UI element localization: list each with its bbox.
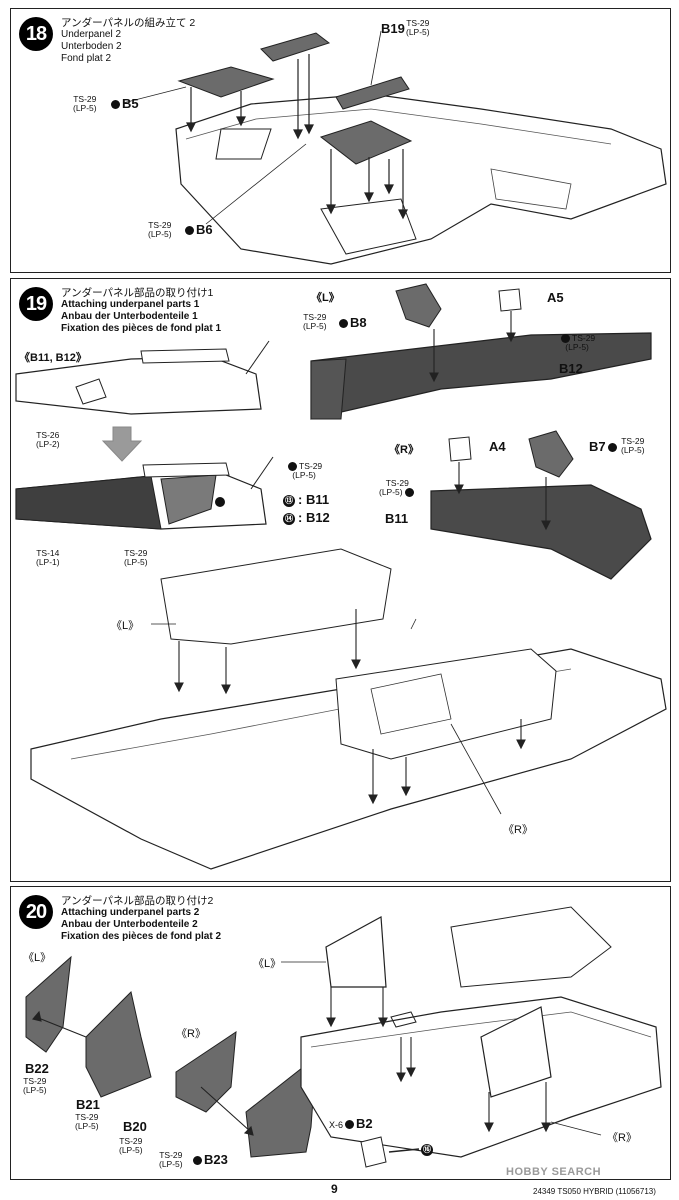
step-20-panel: 20 アンダーパネル部品の取り付け2 Attaching underpanel … [10,886,671,1180]
step-19-panel: 19 アンダーパネル部品の取り付け1 Attaching underpanel … [10,278,671,882]
step-titles: アンダーパネルの組み立て 2 Underpanel 2 Unterboden 2… [61,17,195,65]
side-right-pieces: 《R》 [176,1028,206,1040]
paint-note-2: TS-29 (LP-5) [286,461,322,480]
part-b12: B12 [559,361,583,376]
paint-b12: TS-29 (LP-5) [559,333,595,352]
paint-b11: TS-29 (LP-5) [379,479,416,498]
part-b20: B20 [123,1119,147,1134]
part-b11: B11 [385,511,409,526]
legend-b12: ⑭: B12 [283,510,330,525]
paint-b8: TS-29 (LP-5) [303,312,327,331]
title-ja: アンダーパネル部品の取り付け1 [61,287,214,299]
watermark: HOBBY SEARCH [506,1166,602,1178]
part-b8: B8 [337,315,367,330]
title-de: Unterboden 2 [61,41,122,52]
title-ja: アンダーパネル部品の取り付け2 [61,895,214,907]
sub-title: 《B11, B12》 [19,352,87,364]
step-number: 19 [19,287,53,321]
title-en: Attaching underpanel parts 1 [61,299,200,310]
side-right-body: 《R》 [503,824,533,836]
paint-marker-icon [607,443,617,453]
side-right-body: 《R》 [607,1132,637,1144]
paint-b22: TS-29 (LP-5) [23,1076,47,1095]
title-de: Anbau der Unterbodenteile 2 [61,919,198,930]
title-fr: Fixation des pièces de fond plat 1 [61,323,222,334]
part-b19: B19 [381,21,405,36]
part-a5: A5 [547,290,564,305]
title-en: Attaching underpanel parts 2 [61,907,200,918]
step-number: 20 [19,895,53,929]
page-number: 9 [331,1182,338,1196]
ref-step: ⑯ [421,1141,436,1156]
step-20-illustration [25,906,662,1168]
paint-note-3: TS-14 (LP-1) [36,548,60,567]
legend-marker: ⑭ [283,512,295,525]
part-a4: A4 [489,439,506,454]
step-18-panel: 18 アンダーパネルの組み立て 2 Underpanel 2 Unterbode… [10,8,671,273]
side-left-pieces: 《L》 [23,952,52,964]
screw-icon [345,1120,355,1130]
paint-b7: TS-29 (LP-5) [621,436,645,455]
part-b6: B6 [183,222,213,237]
part-b5: B5 [109,96,139,111]
part-b7: B7 [589,439,619,454]
title-en: Underpanel 2 [61,29,122,40]
paint-marker-icon [111,100,120,110]
title-fr: Fond plat 2 [61,53,112,64]
paint-b6: TS-29 (LP-5) [148,220,172,239]
legend-b11: ⑬: B11 [283,492,330,507]
step-titles: アンダーパネル部品の取り付け1 Attaching underpanel par… [61,287,221,335]
side-left-top: 《L》 [311,292,340,304]
step-number: 18 [19,17,53,51]
title-de: Anbau der Unterbodenteile 1 [61,311,198,322]
paint-marker-icon [404,488,414,498]
step-18-illustration [122,30,667,265]
legend-marker: ⑬ [283,494,295,507]
paint-marker-icon [185,226,194,236]
side-left-body: 《L》 [253,958,282,970]
paint-b5: TS-29 (LP-5) [73,94,97,113]
side-right-top: 《R》 [389,444,419,456]
title-fr: Fixation des pièces de fond plat 2 [61,931,222,942]
side-left-body: 《L》 [111,620,140,632]
paint-marker-icon [193,1156,202,1166]
paint-b20: TS-29 (LP-5) [119,1136,143,1155]
part-b22: B22 [25,1061,49,1076]
step-19-illustration [15,283,667,870]
paint-b21: TS-29 (LP-5) [75,1112,99,1131]
part-b21: B21 [76,1097,100,1112]
paint-b23: TS-29 (LP-5) [159,1150,183,1169]
part-b23: B23 [191,1152,228,1167]
title-ja: アンダーパネルの組み立て 2 [61,17,196,29]
product-code: 24349 TS050 HYBRID (11056713) [533,1187,656,1196]
paint-b19: TS-29 (LP-5) [406,18,430,37]
paint-note-4: TS-29 (LP-5) [124,548,148,567]
step-ref-marker: ⑯ [421,1143,433,1156]
paint-marker-icon [288,462,297,472]
paint-note-1: TS-26 (LP-2) [36,430,60,449]
paint-marker-icon [561,334,570,344]
paint-marker-icon [339,319,348,329]
step-titles: アンダーパネル部品の取り付け2 Attaching underpanel par… [61,895,221,943]
